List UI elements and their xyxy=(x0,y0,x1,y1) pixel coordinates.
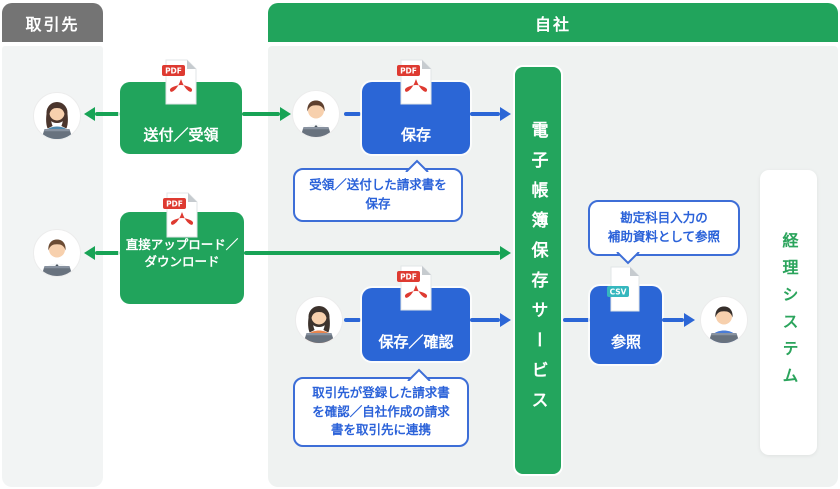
arrowhead-right xyxy=(500,246,511,260)
svg-text:PDF: PDF xyxy=(400,273,417,282)
confirm-note-line1: 取引先が登録した請求書 xyxy=(312,384,450,400)
svg-text:PDF: PDF xyxy=(400,67,417,76)
pdf-file-icon: PDF xyxy=(163,192,198,238)
direct-upload-label-line2: ダウンロード xyxy=(144,254,220,269)
arrow-upload-to-service xyxy=(244,246,511,260)
company-header-label: 自社 xyxy=(534,14,571,34)
reference-note-bubble: 勘定科目入力の 補助資料として参照 xyxy=(588,200,740,265)
arrowhead-left xyxy=(84,107,95,121)
arrowhead-right xyxy=(500,313,511,327)
service-bar: 電子帳簿保存サービス xyxy=(513,65,563,476)
save-note-line1: 受領／送付した請求書を xyxy=(309,177,447,193)
svg-text:PDF: PDF xyxy=(166,200,183,209)
send-receive-box: 送付／受領 xyxy=(120,82,242,154)
reference-note-line2: 補助資料として参照 xyxy=(607,229,721,244)
partner-header: 取引先 xyxy=(2,3,103,42)
confirm-note-line2: を確認／自社作成の請求 xyxy=(312,403,450,419)
accounting-system-bar: 経理システム xyxy=(760,170,817,455)
confirm-note-bubble: 取引先が登録した請求書 を確認／自社作成の請求 書を取引先に連携 xyxy=(293,368,469,447)
partner-person-middle-icon xyxy=(33,229,81,277)
partner-person-top-icon xyxy=(33,92,81,140)
arrowhead-left xyxy=(84,246,95,260)
arrowhead-right xyxy=(280,107,291,121)
accounting-person-icon xyxy=(700,296,748,344)
company-person-top-icon xyxy=(292,90,340,138)
confirm-note-line3: 書を取引先に連携 xyxy=(330,422,431,438)
svg-text:PDF: PDF xyxy=(165,67,182,76)
arrow-saveconfirm-to-service xyxy=(470,313,511,327)
arrow-upload-to-partner xyxy=(84,246,120,260)
connector-person-to-saveconfirm xyxy=(344,313,361,327)
direct-upload-label-line1: 直接アップロード／ xyxy=(125,236,239,252)
company-person-bottom-icon xyxy=(295,296,343,344)
company-header: 自社 xyxy=(268,3,838,42)
arrow-send-to-partner xyxy=(84,107,120,121)
arrow-send-to-company xyxy=(242,107,291,121)
arrow-save-to-service xyxy=(470,107,511,121)
arrowhead-right xyxy=(684,313,695,327)
save-note-bubble: 受領／送付した請求書を 保存 xyxy=(293,159,463,222)
svg-text:CSV: CSV xyxy=(610,288,627,297)
pdf-file-icon: PDF xyxy=(162,59,197,105)
bubble-pointer-up xyxy=(405,159,429,172)
save-label: 保存 xyxy=(400,126,431,144)
save-confirm-label: 保存／確認 xyxy=(378,333,454,351)
bubble-pointer-up xyxy=(407,368,431,381)
arrow-reference-to-accountant xyxy=(662,313,695,327)
connector-service-to-reference xyxy=(563,313,590,327)
partner-header-label: 取引先 xyxy=(25,14,80,34)
arrowhead-right xyxy=(500,107,511,121)
reference-note-line1: 勘定科目入力の xyxy=(620,210,708,226)
csv-file-icon: CSV xyxy=(607,266,640,312)
service-bar-label: 電子帳簿保存サービス xyxy=(527,120,548,421)
pdf-file-icon: PDF xyxy=(397,59,432,105)
pdf-file-icon: PDF xyxy=(397,265,432,311)
bubble-pointer-down xyxy=(616,252,640,265)
connector-person-to-save xyxy=(344,107,361,121)
reference-label: 参照 xyxy=(610,333,641,351)
accounting-system-label: 経理システム xyxy=(779,231,799,394)
send-receive-label: 送付／受領 xyxy=(143,126,219,144)
save-note-line2: 保存 xyxy=(365,196,391,211)
